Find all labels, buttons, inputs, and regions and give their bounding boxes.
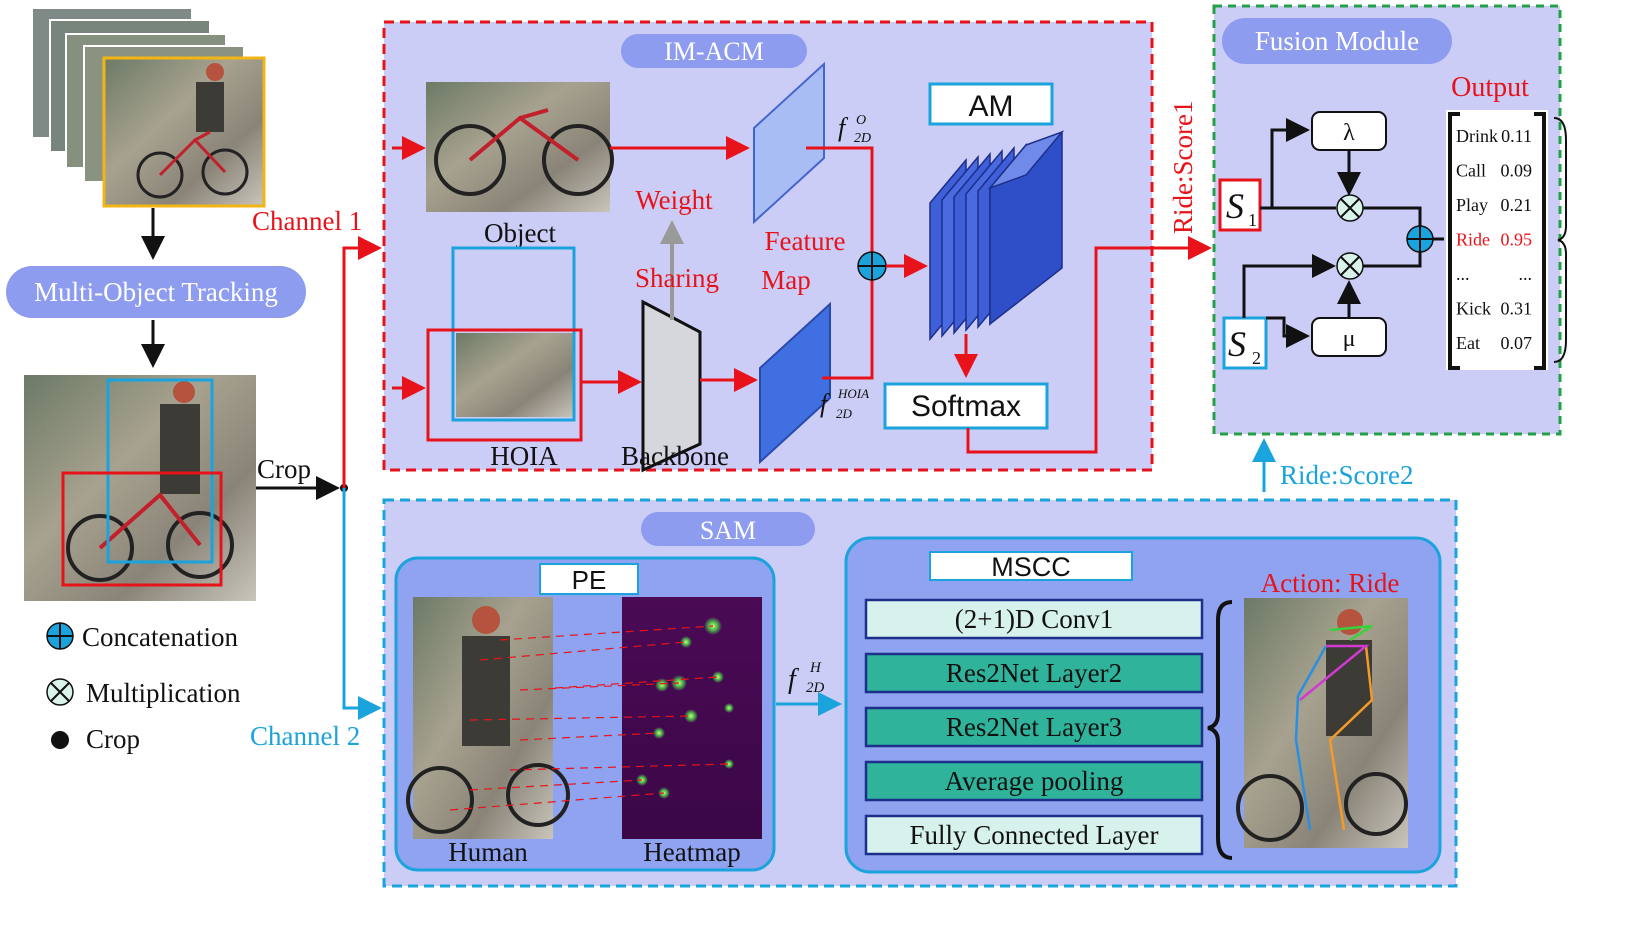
svg-text:2: 2 [1252,348,1261,368]
sam-module: SAM PE Human [382,498,1458,888]
mscc-brace [1207,600,1233,860]
output-value-2: 0.21 [1501,195,1533,215]
f-hoia-label: f [820,389,831,418]
output-value-4: ... [1519,264,1533,284]
action-label: Action: Ride [1261,568,1400,598]
output-name-0: Drink [1456,126,1498,146]
backbone-label: Backbone [621,441,729,471]
human-bbox [106,378,214,564]
output-value-5: 0.31 [1501,299,1533,319]
tracked-frame [102,56,266,208]
mscc-label: MSCC [991,552,1071,582]
output-value-3: 0.95 [1501,230,1533,250]
backbone-block [641,299,702,473]
pe-label: PE [572,565,607,595]
legend: Concatenation Multiplication Crop [46,622,241,754]
mscc-layer-label-1: Res2Net Layer2 [946,658,1122,688]
object-label: Object [484,218,556,248]
im-acm-title: IM-ACM [664,37,764,66]
softmax-label: Softmax [911,390,1021,423]
svg-text:2D: 2D [854,131,871,146]
mscc-layer-label-0: (2+1)D Conv1 [955,604,1113,634]
legend-multiplication: Multiplication [86,678,241,708]
hoia-feature-map [759,301,831,465]
video-frame-stack [31,7,266,208]
attention-stack [929,130,1065,342]
im-acm-module: IM-ACM Object HOIA Backbone Weight Shari… [382,20,1212,473]
weight-label: Weight [635,185,713,215]
keypoint-links [449,625,730,811]
f-human-label: f [788,664,799,695]
crop-dot-icon [51,731,69,749]
mscc-layer-box-0 [864,598,1204,640]
svg-text:O: O [856,113,866,128]
mscc-layer-label-3: Average pooling [945,766,1124,796]
svg-text:2D: 2D [836,406,853,421]
channel1-label: Channel 1 [252,206,362,236]
fusion-module: Fusion Module Output S 1 S 2 λ μ [1212,4,1567,436]
output-value-6: 0.07 [1501,333,1533,353]
multi-object-tracking-label: Multi-Object Tracking [34,277,278,307]
mscc-layer-box-1 [864,652,1204,694]
object-feature-map [753,61,825,225]
output-title: Output [1451,72,1529,103]
am-box [928,82,1054,126]
sam-title: SAM [700,516,756,545]
output-name-2: Play [1456,195,1488,215]
svg-text:H: H [809,660,822,676]
output-name-5: Kick [1456,299,1491,319]
multi-object-tracking-pill [6,266,306,318]
legend-crop: Crop [86,724,140,754]
svg-text:HOIA: HOIA [837,386,869,401]
object-bbox [61,471,223,587]
svg-text:S: S [1226,186,1244,226]
am-label: AM [969,90,1014,123]
output-name-1: Call [1456,161,1486,181]
softmax-box [883,382,1049,430]
mscc-layer-box-4 [864,814,1204,856]
legend-concatenation: Concatenation [82,622,238,652]
score2-label: Ride:Score2 [1280,460,1413,490]
map-label: Map [761,265,811,295]
mscc-layer-box-3 [864,760,1204,802]
mscc-layer-label-4: Fully Connected Layer [910,820,1159,850]
svg-text:λ: λ [1343,120,1355,146]
feature-label: Feature [765,226,846,256]
cyclist-figure-icon [136,63,249,199]
svg-text:S: S [1228,324,1246,364]
mscc-layer-label-2: Res2Net Layer3 [946,712,1122,742]
human-label: Human [448,837,528,867]
svg-text:1: 1 [1248,210,1257,230]
svg-text:2D: 2D [806,680,825,696]
output-name-6: Eat [1456,333,1480,353]
output-value-1: 0.09 [1501,161,1533,181]
tracking-result-image [24,375,256,601]
s1-box [1218,178,1262,232]
f-object-label: f [838,113,849,142]
skeleton-overlay [1294,624,1374,831]
output-name-4: ... [1456,264,1470,284]
channel2-label: Channel 2 [250,721,360,751]
output-value-0: 0.11 [1501,126,1532,146]
channel1-arrow [342,236,382,488]
heatmap-label: Heatmap [643,837,740,867]
output-name-3: Ride [1456,230,1490,250]
output-list-box [1446,110,1548,370]
hoia-label: HOIA [490,441,558,471]
svg-text:μ: μ [1343,326,1356,352]
crop-label: Crop [257,454,311,484]
score1-label: Ride:Score1 [1168,101,1198,234]
channel2-arrow [342,488,382,720]
fusion-title: Fusion Module [1255,26,1419,56]
mscc-layer-box-2 [864,706,1204,748]
hoia-crop-image [456,333,574,417]
sharing-label: Sharing [635,263,719,293]
